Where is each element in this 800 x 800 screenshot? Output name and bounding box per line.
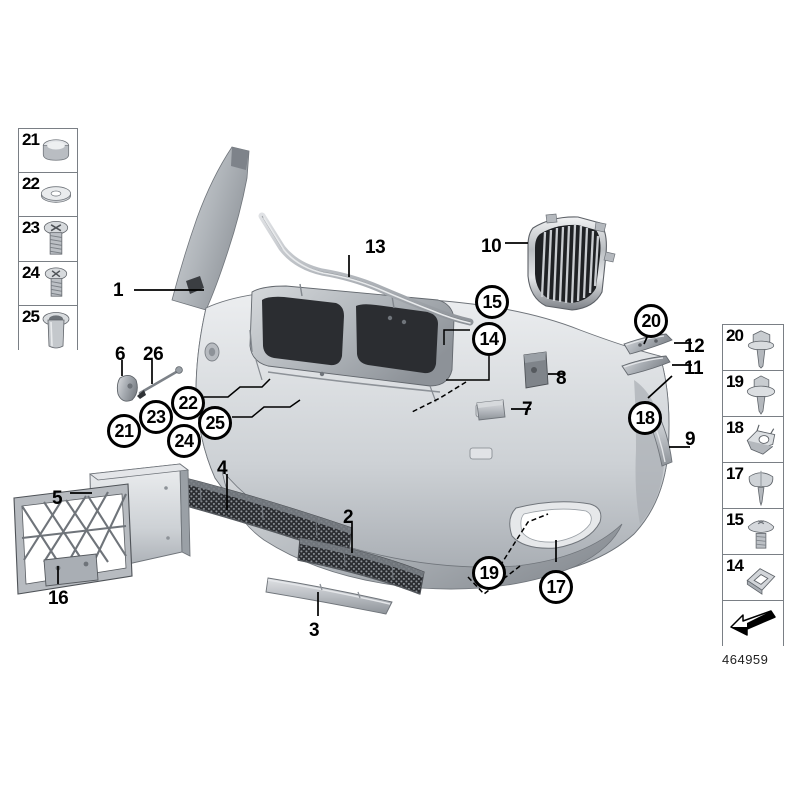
part-lower-trim-strip	[265, 577, 393, 615]
part-sensor-cover-cap	[116, 375, 138, 402]
legend-number-14: 14	[726, 556, 744, 575]
callout-4[interactable]: 4	[217, 458, 228, 479]
callout-19[interactable]: 19	[472, 556, 506, 590]
part-lower-guide-rail	[621, 355, 671, 376]
callout-6[interactable]: 6	[115, 344, 126, 365]
callout-10[interactable]: 10	[481, 236, 502, 257]
fastener-legend-right: 20 19 18	[722, 324, 784, 647]
cap-plug-icon	[35, 129, 75, 172]
short-pan-head-screw-icon	[35, 262, 75, 305]
legend-number-15: 15	[726, 510, 744, 529]
leader-lines	[57, 242, 692, 616]
legend-cell-17[interactable]: 17	[723, 463, 783, 509]
direction-arrow-icon	[727, 601, 779, 647]
legend-cell-22[interactable]: 22	[19, 173, 77, 217]
legend-number-19: 19	[726, 372, 744, 391]
fastener-leader-brackets	[204, 305, 549, 596]
callout-9[interactable]: 9	[685, 429, 696, 450]
part-license-plate-carrier-frame	[13, 483, 133, 595]
callout-8[interactable]: 8	[556, 368, 567, 389]
callout-18[interactable]: 18	[628, 401, 662, 435]
callout-26[interactable]: 26	[143, 344, 164, 365]
fastener-legend-left: 21 22 23	[18, 128, 78, 351]
spring-clip-nut-icon	[741, 417, 781, 462]
legend-number-23: 23	[22, 218, 40, 237]
legend-cell-25[interactable]: 25	[19, 306, 77, 351]
legend-cell-direction-arrow	[723, 601, 783, 647]
callout-17[interactable]: 17	[539, 570, 573, 604]
callout-21[interactable]: 21	[107, 414, 141, 448]
round-head-rivet-icon	[741, 509, 781, 554]
legend-cell-20[interactable]: 20	[723, 325, 783, 371]
pan-head-screw-icon	[35, 217, 75, 261]
callout-2[interactable]: 2	[343, 507, 354, 528]
hex-head-pin-icon	[741, 463, 781, 508]
callout-25[interactable]: 25	[198, 406, 232, 440]
legend-cell-14[interactable]: 14	[723, 555, 783, 601]
legend-number-21: 21	[22, 130, 40, 149]
callout-12[interactable]: 12	[684, 336, 705, 357]
legend-cell-21[interactable]: 21	[19, 129, 77, 173]
callout-16[interactable]: 16	[48, 588, 69, 609]
part-mounting-bracket	[523, 351, 549, 389]
sleeve-grommet-icon	[35, 306, 75, 351]
part-front-bumper-trim-panel	[171, 146, 670, 590]
legend-cell-19[interactable]: 19	[723, 371, 783, 417]
legend-number-17: 17	[726, 464, 744, 483]
flat-washer-icon	[35, 173, 75, 216]
legend-cell-18[interactable]: 18	[723, 417, 783, 463]
callout-23[interactable]: 23	[139, 400, 173, 434]
part-flexible-sealing-strip	[258, 212, 474, 326]
callout-11[interactable]: 11	[684, 358, 704, 379]
diagram-id-label: 464959	[722, 652, 769, 667]
legend-number-22: 22	[22, 174, 40, 193]
legend-number-20: 20	[726, 326, 744, 345]
callout-13[interactable]: 13	[365, 237, 386, 258]
legend-cell-15[interactable]: 15	[723, 509, 783, 555]
callout-24[interactable]: 24	[167, 424, 201, 458]
callout-15[interactable]: 15	[475, 285, 509, 319]
legend-number-25: 25	[22, 307, 40, 326]
legend-cell-23[interactable]: 23	[19, 217, 77, 262]
legend-number-18: 18	[726, 418, 744, 437]
part-kidney-grille	[527, 213, 616, 311]
callout-1[interactable]: 1	[113, 280, 124, 301]
callout-14[interactable]: 14	[472, 322, 506, 356]
part-tow-hook-cover-flap	[476, 399, 506, 421]
part-retaining-pin	[137, 366, 183, 399]
legend-cell-24[interactable]: 24	[19, 262, 77, 306]
square-grommet-icon	[741, 555, 781, 600]
hex-collar-screw-icon	[741, 371, 781, 416]
callout-3[interactable]: 3	[309, 620, 320, 641]
callout-7[interactable]: 7	[522, 399, 533, 420]
hex-flange-screw-icon	[741, 325, 781, 370]
legend-number-24: 24	[22, 263, 40, 282]
part-lower-center-mesh-grille	[297, 537, 425, 595]
callout-5[interactable]: 5	[52, 488, 63, 509]
callout-20[interactable]: 20	[634, 304, 668, 338]
